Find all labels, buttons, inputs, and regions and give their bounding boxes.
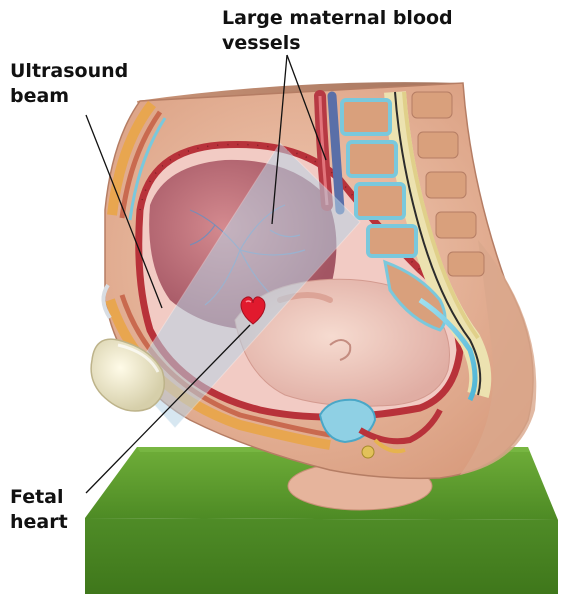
label-fetal-heart: Fetal heart [10,485,68,535]
label-fetal-heart-line1: Fetal [10,485,68,510]
label-blood-vessels-line1: Large maternal blood [222,6,453,31]
label-fetal-heart-line2: heart [10,510,68,535]
label-ultrasound-line2: beam [10,84,128,109]
label-ultrasound-beam: Ultrasound beam [10,59,128,109]
label-large-maternal-blood-vessels: Large maternal blood vessels [222,6,453,56]
label-ultrasound-line1: Ultrasound [10,59,128,84]
label-blood-vessels-line2: vessels [222,31,453,56]
